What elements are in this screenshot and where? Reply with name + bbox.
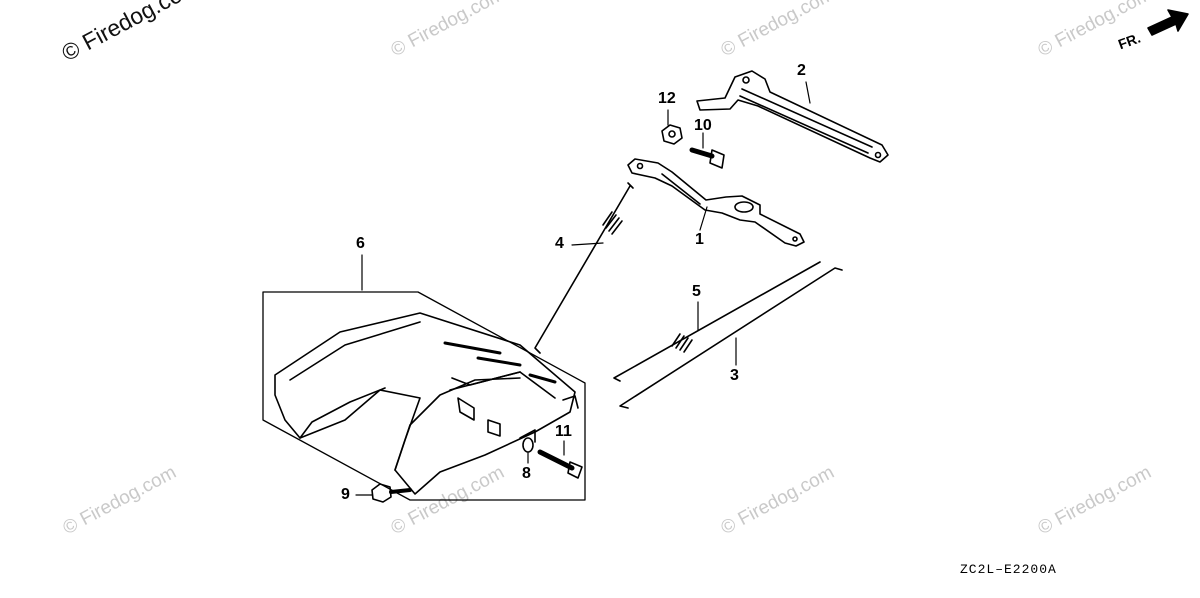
part-10-bolt: [689, 147, 725, 169]
callout-11: 11: [555, 423, 572, 440]
part-9-flange-bolt: [371, 483, 412, 503]
part-3-rod: [613, 261, 843, 409]
part-2-lever-bracket: [696, 70, 889, 163]
callout-4: 4: [555, 235, 564, 252]
part-5-spring: [671, 333, 693, 353]
callout-1: 1: [695, 231, 704, 248]
callout-8: 8: [522, 465, 531, 482]
front-direction-arrow-icon: [1147, 9, 1189, 36]
part-8-washer: [522, 437, 534, 453]
leader-lines: [355, 81, 811, 496]
callout-9: 9: [341, 486, 350, 503]
callout-2: 2: [797, 62, 806, 79]
callout-3: 3: [730, 367, 739, 384]
callout-5: 5: [692, 283, 701, 300]
part-6-cover: [262, 291, 586, 501]
part-11-bolt: [537, 449, 583, 479]
part-1-lever: [627, 158, 805, 247]
callout-10: 10: [694, 117, 712, 134]
part-12-nut: [661, 124, 683, 145]
diagram-code: ZC2L–E2200A: [960, 562, 1057, 577]
callout-6: 6: [356, 235, 365, 252]
callout-12: 12: [658, 90, 676, 107]
part-4-rod: [534, 182, 634, 354]
